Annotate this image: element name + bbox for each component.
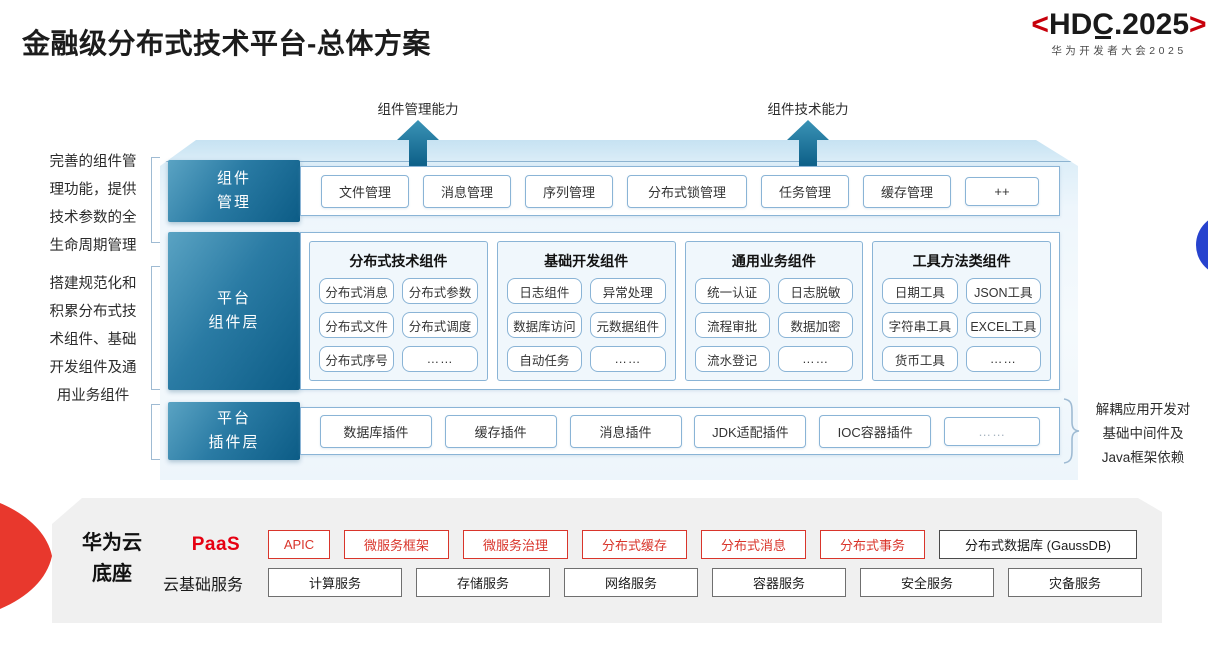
capability-arrow-management: 组件管理能力 [348,98,488,171]
blue-circle-decoration [1196,214,1208,276]
cell: 日期工具 [882,278,958,304]
row-body-platform-plugins: 数据库插件 缓存插件 消息插件 JDK适配插件 IOC容器插件 …… [300,407,1060,455]
row-component-management: 组件 管理 文件管理 消息管理 序列管理 分布式锁管理 任务管理 缓存管理 ++ [168,160,1060,222]
group-common-business: 通用业务组件 统一认证 日志脱敏 流程审批 数据加密 流水登记 …… [684,241,864,381]
note-component-management: 完善的组件管 理功能，提供 技术参数的全 生命周期管理 [49,154,137,254]
cloud-chip: 网络服务 [564,568,698,597]
paas-chip: APIC [268,530,330,559]
chip: 数据库插件 [319,414,432,448]
row-label-component-management: 组件 管理 [168,160,300,222]
chip: 消息管理 [423,174,511,208]
group-title: 分布式技术组件 [349,253,448,269]
chip-ellipsis: …… [944,416,1041,446]
chip: 缓存管理 [863,174,951,208]
page-title: 金融级分布式技术平台-总体方案 [22,28,431,59]
cell-ellipsis: …… [402,346,478,372]
hdc-logo-wordmark: <HDC.2025> [1030,8,1208,42]
cloud-chip: 容器服务 [712,568,846,597]
chip: JDK适配插件 [694,414,807,448]
right-brace [1062,398,1080,469]
cell: 货币工具 [882,346,958,372]
cell: 分布式参数 [402,278,478,304]
logo-right-angle: > [1189,8,1207,41]
logo-name-c: C [1092,8,1114,41]
row-platform-components: 平台 组件层 分布式技术组件 分布式消息 分布式参数 分布式文件 分布式调度 分… [168,232,1060,390]
cloud-chip: 计算服务 [268,568,402,597]
note-component-building: 搭建规范化和 积累分布式技 术组件、基础 开发组件及通 用业务组件 [49,276,137,404]
cell: 字符串工具 [882,312,958,338]
row-label-platform-plugins: 平台 插件层 [168,402,300,460]
cell: 自动任务 [506,346,583,372]
left-bracket [151,157,160,243]
cell: 分布式调度 [402,312,478,338]
logo-left-angle: < [1031,8,1049,41]
chip: ++ [965,176,1039,206]
capability-arrow-label: 组件管理能力 [377,102,459,117]
row-body-component-management: 文件管理 消息管理 序列管理 分布式锁管理 任务管理 缓存管理 ++ [300,166,1060,216]
up-arrow-icon [787,120,829,170]
row-label-platform-components: 平台 组件层 [168,232,300,390]
chip: 文件管理 [321,174,409,208]
group-title: 基础开发组件 [544,253,629,269]
chip: IOC容器插件 [819,414,932,448]
left-bracket [151,266,160,390]
cell: 元数据组件 [590,312,666,338]
paas-chip: 分布式缓存 [582,530,687,559]
cell: 统一认证 [694,278,770,304]
group-title: 通用业务组件 [731,253,816,269]
red-pointer-icon [0,495,54,622]
up-arrow-icon [397,120,439,170]
cloud-chip: 存储服务 [416,568,550,597]
cell: 流程审批 [694,312,770,338]
chip: 分布式锁管理 [627,174,747,208]
cell: 分布式序号 [319,346,395,372]
capability-arrow-label: 组件技术能力 [767,102,849,117]
capability-arrow-technical: 组件技术能力 [738,98,878,171]
left-bracket [151,404,160,460]
paas-chip-gaussdb: 分布式数据库 (GaussDB) [939,530,1137,559]
paas-chip: 分布式消息 [701,530,806,559]
cell-ellipsis: …… [965,346,1041,372]
cell: 分布式文件 [319,312,395,338]
paas-label: PaaS [191,534,241,555]
group-tool-methods: 工具方法类组件 日期工具 JSON工具 字符串工具 EXCEL工具 货币工具 …… [872,241,1051,381]
note-decoupling: 解耦应用开发对 基础中间件及 Java框架依赖 [1095,402,1191,465]
paas-chip: 微服务框架 [344,530,449,559]
cell: 日志组件 [506,278,583,304]
chip: 序列管理 [525,174,613,208]
hdc-logo: <HDC.2025> 华为开发者大会2025 [1030,8,1208,58]
cell: 日志脱敏 [777,278,854,304]
cloud-base-services-row: 计算服务 存储服务 网络服务 容器服务 安全服务 灾备服务 [268,568,1142,597]
cell: JSON工具 [965,278,1041,304]
cell-ellipsis: …… [590,346,666,372]
chip: 任务管理 [761,174,849,208]
paas-chip: 微服务治理 [463,530,568,559]
group-basic-dev: 基础开发组件 日志组件 异常处理 数据库访问 元数据组件 自动任务 …… [496,241,676,381]
cloud-base-label: 云基础服务 [162,577,243,594]
huawei-cloud-foundation-panel [52,498,1162,623]
row-body-platform-components: 分布式技术组件 分布式消息 分布式参数 分布式文件 分布式调度 分布式序号 ……… [300,232,1060,390]
logo-name-pre: HD [1048,8,1093,41]
slab-top-edge [163,161,1075,162]
logo-name-post: .2025 [1113,8,1190,41]
paas-services-row: APIC 微服务框架 微服务治理 分布式缓存 分布式消息 分布式事务 分布式数据… [268,530,1137,559]
group-distributed-tech: 分布式技术组件 分布式消息 分布式参数 分布式文件 分布式调度 分布式序号 …… [309,241,488,381]
cell: 异常处理 [590,278,666,304]
cell: 数据库访问 [506,312,583,338]
row-platform-plugins: 平台 插件层 数据库插件 缓存插件 消息插件 JDK适配插件 IOC容器插件 …… [168,402,1060,460]
cell: 数据加密 [777,312,854,338]
group-title: 工具方法类组件 [912,253,1011,269]
chip: 消息插件 [569,414,682,448]
paas-chip: 分布式事务 [820,530,925,559]
cloud-chip: 灾备服务 [1008,568,1142,597]
chip: 缓存插件 [444,414,557,448]
cell: EXCEL工具 [965,312,1041,338]
foundation-label: 华为云 底座 [82,532,142,585]
cloud-chip: 安全服务 [860,568,994,597]
hdc-logo-subtitle: 华为开发者大会2025 [1051,45,1187,57]
cell: 分布式消息 [319,278,395,304]
cell: 流水登记 [694,346,770,372]
cell-ellipsis: …… [777,346,854,372]
